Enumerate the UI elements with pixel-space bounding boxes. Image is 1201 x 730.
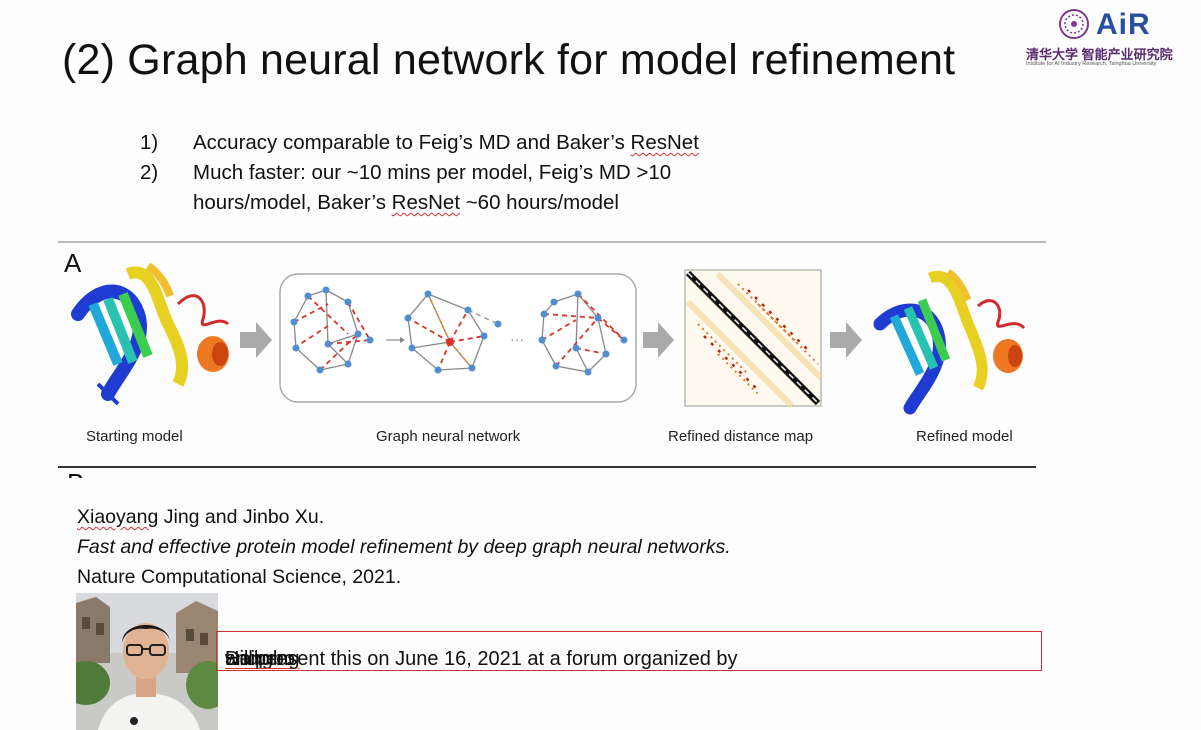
logo-chinese-name: 清华大学 智能产业研究院 xyxy=(1026,47,1173,62)
gnn-box: ··· xyxy=(279,273,637,403)
caption-gnn: Graph neural network xyxy=(376,428,521,445)
tsinghua-seal-icon xyxy=(1059,9,1089,39)
citation: Xiaoyang Jing and Jinbo Xu. Fast and eff… xyxy=(77,502,731,592)
refinement-pipeline-figure: ··· xyxy=(58,244,1048,466)
refined-protein-image xyxy=(873,268,1026,415)
starting-protein-image xyxy=(71,262,230,406)
distance-map-image xyxy=(684,269,824,409)
citation-title: Fast and effective protein model refinem… xyxy=(77,536,731,558)
citation-venue: Nature Computational Science, 2021. xyxy=(77,566,402,588)
arrow-icon xyxy=(240,322,272,358)
citation-authors: Xiaoyang Jing and Jinbo Xu. xyxy=(77,506,325,528)
graph-icon xyxy=(290,286,374,374)
bullet-item-continued: hours/model, Baker’s ResNet ~60 hours/mo… xyxy=(193,191,619,214)
arrow-icon xyxy=(643,322,674,358)
air-brand: AiR xyxy=(1096,8,1151,41)
bullet-list: 1)Accuracy comparable to Feig’s MD and B… xyxy=(140,128,699,218)
presenter-photo xyxy=(76,593,218,730)
divider-bottom xyxy=(58,466,1036,468)
announcement-box: will present this on June 16, 2021 at a … xyxy=(216,631,1042,671)
panel-label-a: A xyxy=(64,248,82,278)
bullet-item: 1)Accuracy comparable to Feig’s MD and B… xyxy=(140,131,699,154)
caption-distance-map: Refined distance map xyxy=(668,428,814,445)
air-logo: AiR 清华大学 智能产业研究院 Institute for AI Indust… xyxy=(1024,6,1196,70)
graph-icon xyxy=(404,290,502,374)
caption-refined-model: Refined model xyxy=(916,428,1013,445)
ellipsis: ··· xyxy=(510,331,524,347)
logo-english-name: Institute for AI Industry Research, Tsin… xyxy=(1026,61,1157,67)
graph-icon xyxy=(538,290,628,376)
divider-top xyxy=(58,241,1046,243)
slide-title: (2) Graph neural network for model refin… xyxy=(62,36,956,84)
caption-starting-model: Starting model xyxy=(86,428,183,445)
bullet-item: 2)Much faster: our ~10 mins per model, F… xyxy=(140,161,672,184)
panel-label-b: B xyxy=(67,470,89,478)
arrow-icon xyxy=(830,322,862,358)
